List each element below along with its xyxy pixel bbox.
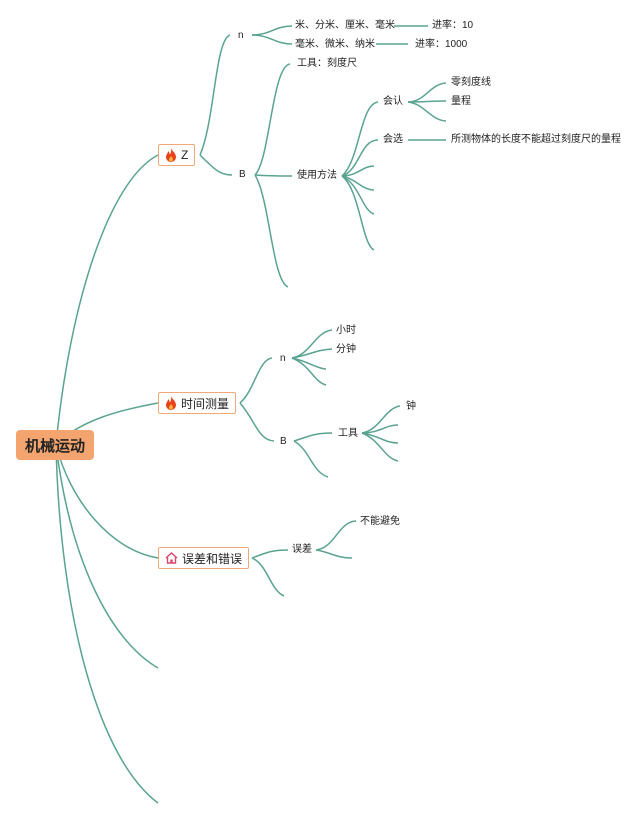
topic-z[interactable]: Z bbox=[158, 144, 196, 166]
node-t-hour[interactable]: 小时 bbox=[336, 325, 356, 336]
connector bbox=[293, 440, 329, 478]
node-z-n[interactable]: n bbox=[238, 30, 244, 41]
connector bbox=[341, 139, 379, 177]
connector bbox=[251, 549, 289, 559]
node-z-select-desc[interactable]: 所测物体的长度不能超过刻度尺的量程 bbox=[451, 134, 621, 145]
connector bbox=[254, 174, 293, 177]
connector bbox=[407, 82, 447, 103]
connector bbox=[55, 154, 159, 446]
topic-error[interactable]: 误差和错误 bbox=[158, 547, 250, 569]
connector bbox=[341, 175, 375, 215]
topic-time-label: 时间测量 bbox=[181, 396, 230, 411]
connector bbox=[55, 444, 159, 804]
topic-time-measure[interactable]: 时间测量 bbox=[158, 392, 237, 414]
node-e-error[interactable]: 误差 bbox=[292, 544, 312, 555]
connector-lines bbox=[55, 25, 447, 804]
topic-z-label: Z bbox=[181, 148, 189, 162]
connector bbox=[239, 402, 275, 442]
connector bbox=[361, 424, 399, 434]
node-z-n-rate1[interactable]: 进率：10 bbox=[432, 20, 474, 31]
node-z-range[interactable]: 量程 bbox=[451, 96, 471, 107]
connector bbox=[407, 101, 447, 122]
node-z-n-units2[interactable]: 毫米、微米、纳米 bbox=[295, 39, 375, 50]
node-z-recognize[interactable]: 会认 bbox=[383, 96, 403, 107]
connector bbox=[341, 101, 379, 177]
connector bbox=[55, 444, 159, 559]
node-t-tool[interactable]: 工具 bbox=[338, 428, 358, 439]
node-z-usage[interactable]: 使用方法 bbox=[297, 170, 337, 181]
connector bbox=[361, 405, 401, 434]
connector bbox=[291, 348, 333, 359]
connector bbox=[341, 175, 375, 251]
connector bbox=[291, 329, 333, 359]
connector bbox=[315, 520, 357, 551]
node-z-n-rate2[interactable]: 进率：1000 bbox=[415, 39, 468, 50]
node-z-select[interactable]: 会选 bbox=[383, 134, 403, 145]
connector bbox=[251, 557, 285, 597]
connector bbox=[293, 432, 333, 442]
connector bbox=[361, 432, 399, 462]
connector bbox=[407, 100, 447, 103]
connector bbox=[251, 25, 293, 36]
fire-icon bbox=[166, 396, 176, 410]
connector bbox=[254, 63, 291, 176]
connector bbox=[239, 357, 273, 404]
node-z-zero-line[interactable]: 零刻度线 bbox=[451, 77, 491, 88]
connector bbox=[341, 165, 375, 177]
connector bbox=[315, 549, 353, 559]
connector bbox=[341, 175, 375, 191]
node-z-tool[interactable]: 工具：刻度尺 bbox=[297, 58, 357, 69]
node-t-minute[interactable]: 分钟 bbox=[336, 344, 356, 355]
node-t-b[interactable]: B bbox=[280, 436, 287, 447]
connector bbox=[291, 357, 327, 386]
node-z-b[interactable]: B bbox=[239, 169, 246, 180]
topic-error-label: 误差和错误 bbox=[182, 551, 243, 566]
connector bbox=[254, 174, 289, 288]
home-icon bbox=[165, 552, 178, 564]
fire-icon bbox=[166, 148, 176, 162]
connector bbox=[251, 34, 293, 45]
root-node[interactable]: 机械运动 bbox=[16, 430, 94, 460]
connector bbox=[199, 34, 231, 156]
root-label: 机械运动 bbox=[24, 437, 85, 455]
connector bbox=[199, 154, 233, 176]
connector bbox=[55, 444, 159, 669]
node-e-unavoidable[interactable]: 不能避免 bbox=[360, 516, 400, 527]
node-t-n[interactable]: n bbox=[280, 353, 286, 364]
node-t-clock[interactable]: 钟 bbox=[406, 401, 416, 412]
node-z-n-units1[interactable]: 米、分米、厘米、毫米 bbox=[295, 20, 395, 31]
connector bbox=[361, 432, 399, 444]
